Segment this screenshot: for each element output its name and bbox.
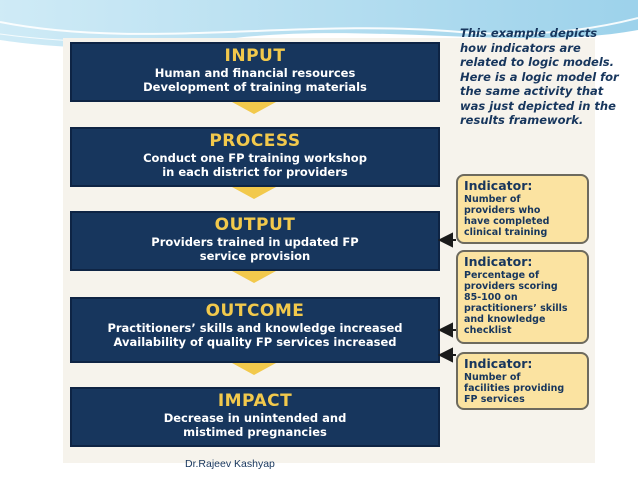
note-line: how indicators are — [460, 40, 581, 55]
note-line: was just depicted in the — [460, 98, 616, 113]
flow-arrow — [232, 271, 276, 283]
note-line: related to logic models. — [460, 55, 615, 69]
stage-line: in each district for providers — [162, 165, 348, 179]
stage-line: Availability of quality FP services incr… — [113, 335, 397, 349]
indicator-line: have completed — [464, 216, 550, 227]
flow-arrow — [232, 102, 276, 114]
stage-title: IMPACT — [217, 391, 293, 411]
note-line: Here is a logic model for — [460, 69, 619, 84]
stage-line: Conduct one FP training workshop — [143, 151, 367, 165]
indicator-line: Number of — [464, 194, 521, 205]
indicator-line: facilities providing — [464, 383, 565, 394]
author-credit: Dr.Rajeev Kashyap — [185, 458, 275, 470]
stage-process: PROCESS Conduct one FP training workshop… — [70, 127, 440, 187]
indicator-facilities: Indicator: Number of facilities providin… — [456, 352, 589, 410]
indicator-skills: Indicator: Percentage of providers scori… — [456, 250, 589, 344]
stage-outcome: OUTCOME Practitioners’ skills and knowle… — [70, 297, 440, 363]
indicator-line: Percentage of — [464, 270, 540, 281]
stage-output: OUTPUT Providers trained in updated FP s… — [70, 211, 440, 271]
stage-line: Development of training materials — [143, 80, 367, 94]
indicator-training: Indicator: Number of providers who have … — [456, 174, 589, 244]
indicator-line: FP services — [464, 394, 525, 405]
stage-impact: IMPACT Decrease in unintended and mistim… — [70, 387, 440, 447]
indicator-line: practitioners’ skills — [464, 303, 568, 314]
stage-title: INPUT — [224, 46, 286, 66]
stage-line: Practitioners’ skills and knowledge incr… — [107, 321, 403, 335]
indicator-line: Number of — [464, 372, 521, 383]
explanatory-note: This example depicts how indicators are … — [460, 26, 630, 128]
note-line: the same activity that — [460, 84, 604, 98]
indicator-line: and knowledge — [464, 314, 546, 325]
indicator-line: clinical training — [464, 227, 548, 238]
indicator-line: 85-100 on — [464, 292, 518, 303]
flow-arrow — [232, 363, 276, 375]
indicator-line: providers scoring — [464, 281, 558, 292]
stage-line: Providers trained in updated FP — [151, 235, 359, 249]
note-line: results framework. — [460, 113, 584, 127]
stage-input: INPUT Human and financial resources Deve… — [70, 42, 440, 102]
indicator-label: Indicator: — [464, 356, 533, 371]
indicator-label: Indicator: — [464, 254, 533, 269]
stage-title: PROCESS — [209, 131, 301, 151]
stage-title: OUTCOME — [205, 301, 305, 321]
stage-line: service provision — [199, 249, 311, 263]
indicator-line: checklist — [464, 325, 512, 336]
stage-title: OUTPUT — [214, 215, 296, 235]
stage-line: Decrease in unintended and — [163, 411, 347, 425]
note-line: This example depicts — [460, 26, 598, 40]
indicator-label: Indicator: — [464, 178, 533, 193]
stage-line: Human and financial resources — [154, 66, 356, 80]
indicator-line: providers who — [464, 205, 541, 216]
stage-line: mistimed pregnancies — [183, 425, 327, 439]
flow-arrow — [232, 187, 276, 199]
